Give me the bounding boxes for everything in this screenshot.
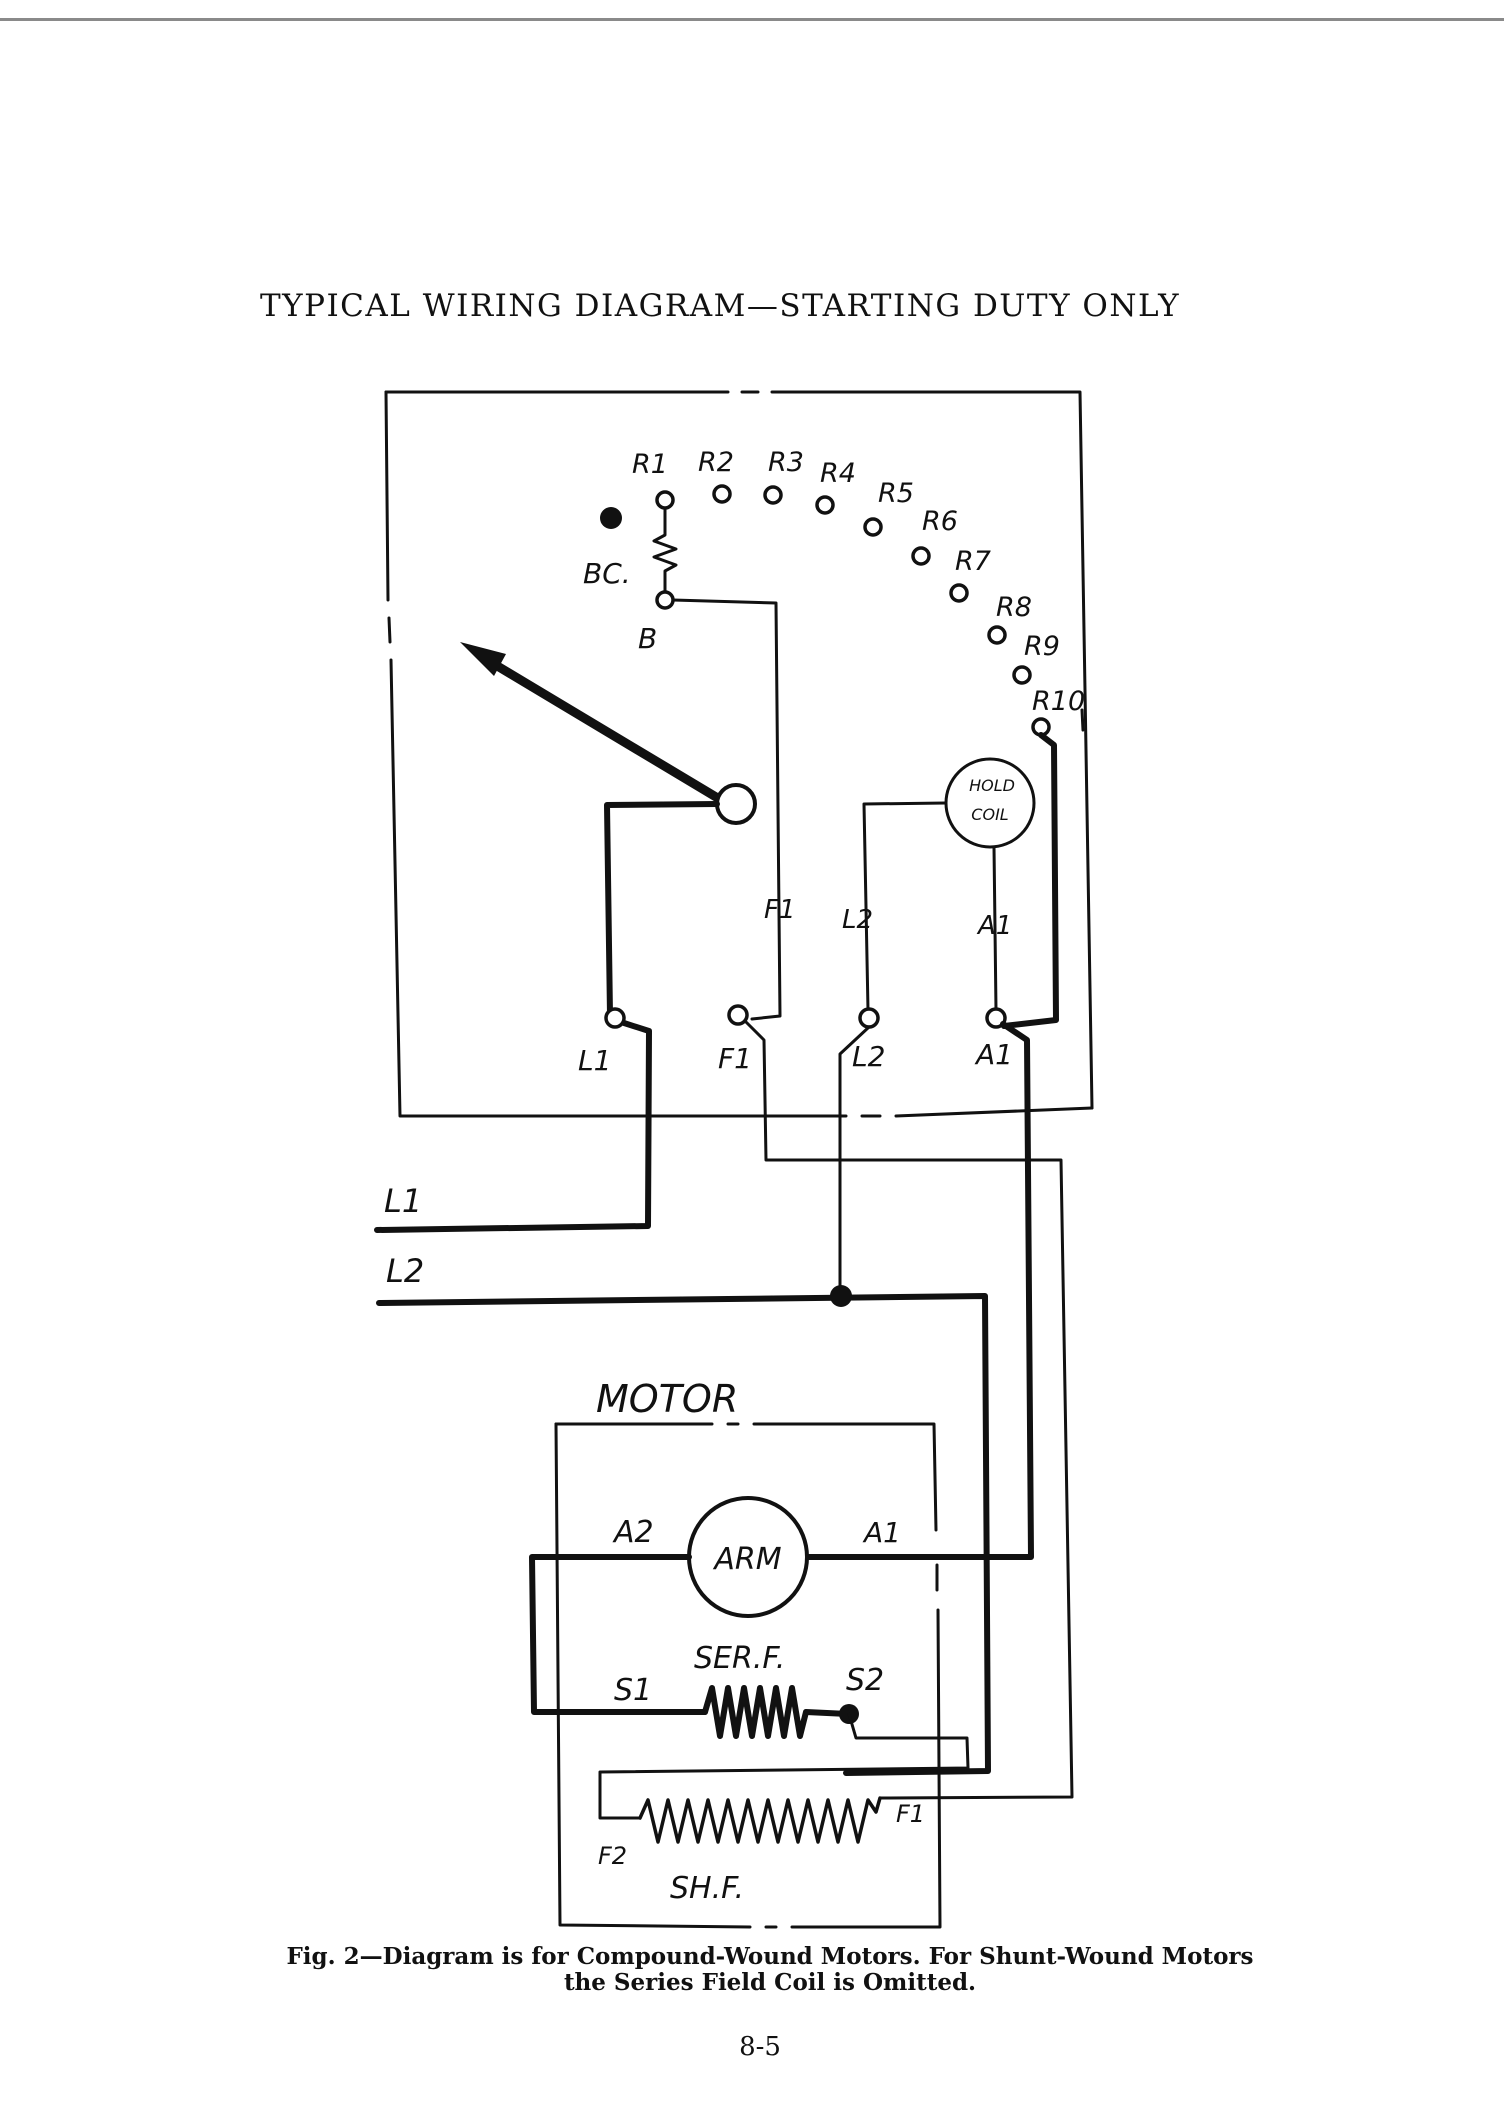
label-r6: R6	[922, 506, 958, 537]
bc-resistor	[652, 506, 678, 610]
line-label-l2: L2	[386, 1252, 424, 1290]
resistor-labels: R1 R2 R3 R4 R5 R6 R7 R8 R9 R10	[632, 447, 1085, 717]
label-r1: R1	[632, 449, 668, 480]
arm-arrow-head	[460, 642, 506, 676]
label-r9: R9	[1024, 631, 1060, 662]
resistor-contacts	[655, 484, 1051, 737]
inner-label-a1: A1	[976, 911, 1012, 941]
motor-label-s1: S1	[614, 1673, 652, 1708]
wire-f1	[744, 1020, 1074, 1800]
motor-label-s2: S2	[846, 1663, 884, 1698]
hold-coil-label-1: HOLD	[969, 776, 1015, 795]
label-r3: R3	[768, 447, 804, 478]
junction-l2	[830, 1285, 852, 1307]
armature	[529, 1496, 809, 1715]
contact-marker-dot	[600, 507, 622, 529]
motor-label-a2: A2	[612, 1515, 654, 1550]
page-number: 8-5	[739, 2032, 781, 2062]
terminals	[604, 1004, 1007, 1029]
figure-caption: Fig. 2—Diagram is for Compound-Wound Mot…	[230, 1944, 1310, 1996]
wire-s2-shunt	[598, 1712, 970, 1820]
terminal-label-l2: L2	[852, 1040, 885, 1073]
starter-arm	[479, 653, 757, 1018]
label-r10: R10	[1032, 686, 1085, 717]
hold-coil-label-2: COIL	[971, 805, 1008, 824]
motor-label: MOTOR	[596, 1377, 738, 1421]
label-r4: R4	[820, 458, 856, 489]
arm-label: ARM	[712, 1542, 781, 1577]
label-b: B	[638, 622, 657, 655]
top-rule	[0, 18, 1504, 21]
inner-label-f1: F1	[764, 895, 796, 925]
wire-r10-a1	[1001, 732, 1059, 1029]
label-bc: BC.	[583, 557, 631, 590]
motor-label-f1: F1	[896, 1800, 925, 1828]
caption-line-2: the Series Field Coil is Omitted.	[563, 1969, 977, 1996]
inner-label-l2: L2	[842, 905, 873, 935]
wire-a1	[797, 1021, 1034, 1560]
page-title: TYPICAL WIRING DIAGRAM—STARTING DUTY ONL…	[259, 288, 1181, 324]
motor-box	[554, 1422, 942, 1929]
terminal-label-l1: L1	[578, 1044, 611, 1077]
series-field-label: SER.F.	[694, 1641, 785, 1676]
wire-l2-riser	[838, 1025, 871, 1298]
wire-l1	[374, 1020, 652, 1233]
motor-label-f2: F2	[598, 1842, 627, 1870]
label-r2: R2	[698, 447, 734, 478]
motor-label-a1: A1	[862, 1516, 901, 1549]
starter-box	[384, 390, 1094, 1118]
terminal-label-f1: F1	[718, 1042, 752, 1075]
label-r8: R8	[996, 592, 1032, 623]
shunt-field-coil	[638, 1796, 882, 1844]
line-label-l1: L1	[384, 1182, 422, 1220]
label-r7: R7	[955, 546, 991, 577]
shunt-field-label: SH.F.	[670, 1871, 744, 1906]
hold-coil	[862, 757, 1036, 1012]
label-r5: R5	[878, 478, 914, 509]
caption-line-1: Fig. 2—Diagram is for Compound-Wound Mot…	[286, 1943, 1254, 1970]
wire-l2	[376, 1293, 991, 1776]
series-field-coil	[702, 1685, 851, 1739]
terminal-label-a1: A1	[974, 1038, 1013, 1071]
wire-b-f1	[671, 598, 782, 1021]
